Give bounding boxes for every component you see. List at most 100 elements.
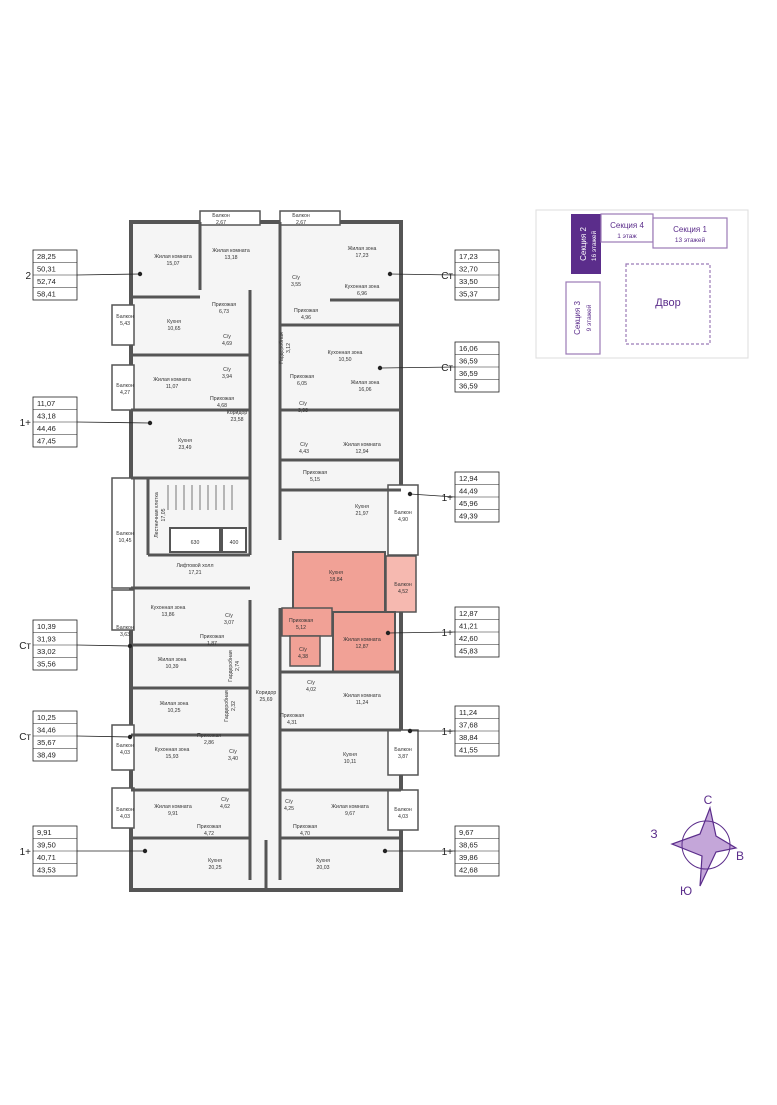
room-area: 17,05 bbox=[161, 508, 167, 521]
key-section-3-label: Секция 3 bbox=[573, 301, 582, 335]
room-area: 12,87 bbox=[356, 644, 369, 650]
apartment-type: Ст bbox=[19, 641, 31, 652]
room-label: С/у4,69 bbox=[222, 334, 232, 347]
room-area: 2,67 bbox=[296, 220, 306, 226]
apartment-type: 1+ bbox=[20, 847, 32, 858]
callout-area: 28,25 bbox=[37, 252, 56, 261]
room-name: С/у bbox=[299, 647, 307, 653]
callout-area: 9,67 bbox=[459, 828, 474, 837]
room-name: С/у bbox=[300, 442, 308, 448]
room-area: 4,03 bbox=[120, 814, 130, 820]
room-name: Жилая зона bbox=[160, 701, 189, 707]
room-name: Жилая зона bbox=[351, 380, 380, 386]
callout-pin bbox=[137, 271, 143, 277]
callout-area: 33,50 bbox=[459, 277, 478, 286]
room-label: С/у3,55 bbox=[291, 275, 301, 288]
room-name: Жилая комната bbox=[154, 254, 192, 260]
room-name: Коридор bbox=[256, 690, 277, 696]
balcony-right-1 bbox=[387, 484, 419, 556]
room-area: 4,62 bbox=[220, 804, 230, 810]
room-area: 17,23 bbox=[356, 253, 369, 259]
callout-area: 42,68 bbox=[459, 866, 478, 875]
room-area: 4,02 bbox=[306, 687, 316, 693]
callout-area: 50,31 bbox=[37, 265, 56, 274]
callout-pin bbox=[387, 271, 393, 277]
room-name: Прихожая bbox=[290, 374, 314, 380]
room-area: 4,27 bbox=[120, 390, 130, 396]
room-name: С/у bbox=[299, 401, 307, 407]
room-name: Жилая зона bbox=[348, 246, 377, 252]
room-name: Балкон bbox=[212, 213, 230, 219]
apartment-type: 1+ bbox=[442, 628, 454, 639]
room-name: Гардеробная bbox=[228, 650, 234, 682]
interior-walls bbox=[131, 222, 401, 890]
callout-pin bbox=[142, 848, 148, 854]
callout-area: 44,46 bbox=[37, 424, 56, 433]
compass-west: З bbox=[650, 827, 657, 841]
room-name: Кухня bbox=[343, 752, 357, 758]
room-area: 10,45 bbox=[119, 538, 132, 544]
room-name: Лифтовой холл bbox=[177, 562, 214, 569]
room-area: 15,93 bbox=[166, 754, 179, 760]
lift-label: 630 bbox=[191, 540, 200, 546]
callout-area: 42,60 bbox=[459, 634, 478, 643]
room-area: 23,49 bbox=[179, 445, 192, 451]
callout-pin bbox=[385, 630, 391, 636]
callout-pin bbox=[382, 848, 388, 854]
callout-area: 41,21 bbox=[459, 622, 478, 631]
room-name: Прихожая bbox=[197, 733, 221, 739]
room-area: 4,68 bbox=[217, 403, 227, 409]
room-name: С/у bbox=[285, 799, 293, 805]
callout-area: 44,49 bbox=[459, 487, 478, 496]
balcony-left-3 bbox=[111, 477, 135, 589]
callout-pin bbox=[377, 365, 383, 371]
area-callouts: 28,2550,3152,7458,41217,2332,7033,5035,3… bbox=[19, 249, 500, 877]
compass-south: Ю bbox=[680, 884, 692, 898]
room-name: Гардеробная bbox=[279, 332, 285, 364]
room-area: 6,73 bbox=[219, 309, 229, 315]
key-section-1-block bbox=[652, 217, 728, 249]
room-name: Прихожая bbox=[289, 618, 313, 624]
room-area: 4,31 bbox=[287, 720, 297, 726]
room-name: Прихожая bbox=[293, 824, 317, 830]
room-area: 10,50 bbox=[339, 357, 352, 363]
key-section-1-label: Секция 1 bbox=[673, 225, 707, 234]
room-name: Прихожая bbox=[197, 824, 221, 830]
room-name: Лестничная клетка bbox=[154, 492, 160, 538]
lift-400 bbox=[221, 527, 247, 553]
lift-shafts bbox=[169, 527, 247, 553]
room-area: 2,74 bbox=[235, 661, 241, 671]
room-name: Балкон bbox=[116, 314, 134, 320]
callout-area: 43,18 bbox=[37, 412, 56, 421]
room-area: 2,86 bbox=[204, 740, 214, 746]
stair-hatch bbox=[167, 485, 233, 510]
room-area: 10,39 bbox=[166, 664, 179, 670]
callout-area: 43,53 bbox=[37, 866, 56, 875]
room-area: 21,97 bbox=[356, 511, 369, 517]
room-area: 2,32 bbox=[231, 701, 237, 711]
room-name: Балкон bbox=[116, 531, 134, 537]
callout-area: 16,06 bbox=[459, 344, 478, 353]
callout-area: 11,24 bbox=[459, 708, 477, 717]
callout-area: 32,70 bbox=[459, 265, 478, 274]
room-area: 25,69 bbox=[260, 697, 273, 703]
room-label: С/у4,25 bbox=[284, 799, 294, 812]
